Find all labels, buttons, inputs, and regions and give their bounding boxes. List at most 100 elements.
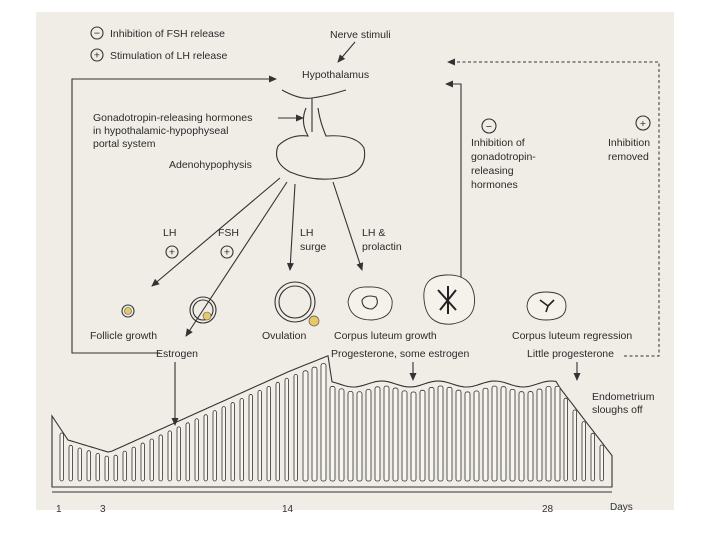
little-progesterone-label: Little progesterone — [527, 348, 614, 360]
endometrial-gland — [113, 454, 118, 482]
corpus-luteum-regression-label: Corpus luteum regression — [512, 330, 632, 342]
endometrial-gland — [563, 397, 568, 482]
endometrial-gland — [545, 386, 552, 482]
endometrial-gland — [419, 389, 426, 482]
inhibition-feedback-line-2: gonadotropin- — [471, 151, 536, 163]
estrogen-label: Estrogen — [156, 348, 198, 360]
endometrial-gland — [104, 455, 109, 482]
inhibition-removed-line-1: Inhibition — [608, 137, 650, 149]
endometrial-gland — [158, 434, 163, 482]
endometrial-gland — [437, 385, 444, 482]
inhibition-removed-symbol: + — [640, 118, 646, 130]
endometrial-gland — [428, 387, 435, 482]
endometrial-gland — [554, 385, 561, 482]
endometrial-gland — [311, 366, 318, 482]
lh-label: LH — [163, 227, 176, 239]
endometrial-gland — [230, 402, 235, 482]
inhibition-symbol-circle — [90, 26, 104, 40]
stimulation-symbol: + — [94, 50, 100, 62]
follicle-growth-label: Follicle growth — [90, 330, 157, 342]
endometrium-layer — [51, 355, 613, 493]
gnrh-label-line-1: Gonadotropin-releasing hormones — [93, 112, 252, 124]
endometrial-gland — [167, 430, 172, 482]
endometrial-gland — [122, 450, 127, 482]
endometrial-gland — [68, 444, 73, 482]
follicle-small-icon — [121, 304, 135, 318]
endometrial-gland — [509, 388, 516, 482]
lh-symbol-circle — [165, 245, 179, 259]
endometrial-gland — [482, 387, 489, 482]
ovulation-label: Ovulation — [262, 330, 307, 342]
endometrial-gland — [581, 421, 586, 482]
fsh-arrow — [185, 181, 288, 337]
endometrial-gland — [257, 389, 262, 482]
endometrium-label-line-2: sloughs off — [592, 404, 643, 416]
endometrial-gland — [338, 388, 345, 482]
lh-prolactin-arrow — [332, 181, 364, 271]
gnrh-label-line-3: portal system — [93, 138, 156, 150]
inhibition-removed-symbol-circle — [635, 115, 651, 131]
endometrial-gland — [95, 452, 100, 482]
fsh-label: FSH — [218, 227, 239, 239]
gnrh-label-line-2: in hypothalamic-hypophyseal — [93, 125, 228, 137]
corpus-luteum-mature-icon — [423, 274, 475, 325]
nerve-stimuli-label: Nerve stimuli — [330, 29, 391, 41]
day-tick-3: 3 — [100, 504, 106, 515]
inhibition-feedback-arrow — [445, 80, 462, 322]
lh-prolactin-label-line-2: prolactin — [362, 241, 402, 253]
endometrial-gland — [590, 432, 595, 482]
endometrial-gland — [374, 386, 381, 482]
endometrium-label-line-1: Endometrium — [592, 391, 655, 403]
day-tick-1: 1 — [56, 504, 62, 515]
lh-prolactin-label-line-1: LH & — [362, 227, 385, 239]
lh-surge-arrow — [286, 183, 296, 271]
fsh-symbol: + — [224, 247, 230, 259]
endometrial-glands — [59, 363, 604, 482]
endometrial-gland — [221, 406, 226, 482]
endometrial-gland — [455, 389, 462, 482]
ovulation-icon — [274, 281, 320, 327]
endometrial-gland — [131, 446, 136, 482]
endometrial-gland — [266, 385, 271, 482]
day-tick-14: 14 — [282, 504, 294, 515]
endometrial-gland — [527, 391, 534, 482]
lh-surge-label-line-2: surge — [300, 241, 326, 253]
endometrial-gland — [149, 438, 154, 482]
endometrial-gland — [392, 387, 399, 482]
endometrial-gland — [410, 391, 417, 482]
endometrial-gland — [293, 373, 298, 482]
endometrial-gland — [446, 386, 453, 482]
days-axis-label: Days — [610, 502, 633, 513]
endometrial-gland — [518, 391, 525, 482]
endometrial-gland — [536, 388, 543, 482]
endometrial-gland — [194, 418, 199, 482]
endometrial-gland — [239, 398, 244, 482]
endometrial-gland — [491, 385, 498, 482]
endometrial-gland — [140, 442, 145, 482]
inhibition-feedback-symbol: − — [486, 121, 492, 133]
legend-stimulation-label: Stimulation of LH release — [110, 50, 227, 62]
endometrial-gland — [248, 394, 253, 482]
endometrial-gland — [185, 422, 190, 482]
endometrial-gland — [401, 390, 408, 482]
endometrial-gland — [347, 391, 354, 482]
estrogen-feedback-arrow — [71, 75, 277, 354]
lh-arrow — [151, 177, 281, 287]
endometrial-gland — [77, 447, 82, 482]
legend: − Inhibition of FSH release + Stimulatio… — [90, 26, 227, 62]
endometrial-gland — [473, 390, 480, 482]
legend-inhibition-label: Inhibition of FSH release — [110, 28, 225, 40]
nerve-stimuli-arrow — [337, 41, 356, 63]
endometrial-gland — [86, 450, 91, 482]
stimulation-symbol-circle — [90, 48, 104, 62]
inhibition-symbol: − — [94, 28, 100, 40]
endometrial-gland — [320, 363, 327, 482]
endometrial-gland — [383, 385, 390, 482]
follicle-large-icon — [189, 296, 217, 324]
adenohypophysis-label: Adenohypophysis — [169, 159, 252, 171]
endometrial-gland — [284, 377, 289, 482]
endometrial-gland — [302, 370, 309, 482]
endometrial-gland — [365, 389, 372, 482]
endometrial-gland — [356, 391, 363, 482]
